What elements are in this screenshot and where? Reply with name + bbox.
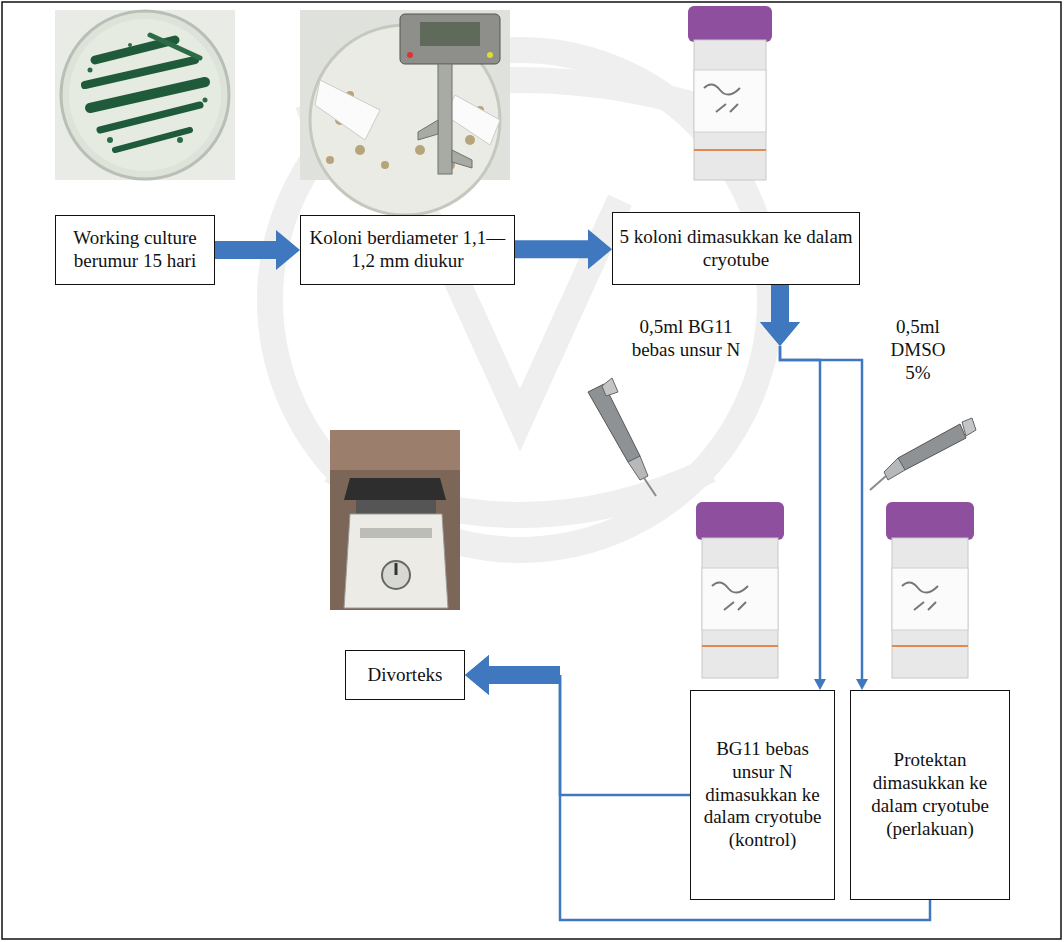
- arrow-shaft: [489, 666, 560, 684]
- flow-arrow: [760, 285, 826, 690]
- pipette-left: [588, 378, 656, 496]
- vortex-photo: [330, 430, 460, 610]
- flow-arrow: [515, 229, 612, 269]
- arrow-shaft: [780, 346, 862, 679]
- process-box: Protektan dimasukkan ke dalam cryotube (…: [850, 690, 1010, 900]
- cryotube-control: [696, 502, 784, 678]
- process-box: Divorteks: [345, 650, 465, 700]
- arrow-shaft: [515, 240, 588, 258]
- box-text: Protektan dimasukkan ke dalam cryotube (…: [857, 749, 1003, 840]
- arrow-head: [588, 229, 612, 269]
- box-text: Koloni berdiameter 1,1—1,2 mm diukur: [307, 227, 508, 273]
- arrow-head: [465, 655, 489, 695]
- arrow-shaft: [771, 285, 789, 322]
- process-box: BG11 bebas unsur N dimasukkan ke dalam c…: [690, 690, 835, 900]
- box-text: BG11 bebas unsur N dimasukkan ke dalam c…: [697, 738, 828, 852]
- arrow-shaft: [489, 666, 560, 684]
- volume-label: 0,5ml DMSO 5%: [878, 316, 958, 384]
- flow-arrow: [215, 230, 300, 270]
- flow-arrow: [760, 285, 868, 690]
- arrow-head: [760, 322, 800, 346]
- caliper-photo: [300, 10, 510, 215]
- box-text: Divorteks: [368, 664, 443, 687]
- cryotube-treatment: [886, 502, 974, 678]
- arrow-shaft: [215, 241, 276, 259]
- arrow-head: [856, 679, 868, 690]
- box-text: Working culture berumur 15 hari: [62, 227, 208, 273]
- process-box: Working culture berumur 15 hari: [55, 215, 215, 285]
- arrow-head: [814, 679, 826, 690]
- process-box: 5 koloni dimasukkan ke dalam cryotube: [612, 212, 860, 285]
- arrow-head: [276, 230, 300, 270]
- arrow-head: [760, 322, 800, 346]
- flow-arrow: [465, 655, 690, 795]
- box-text: 5 koloni dimasukkan ke dalam cryotube: [619, 226, 853, 272]
- arrow-shaft: [560, 675, 690, 795]
- pipette-right: [870, 418, 976, 490]
- arrow-head: [465, 655, 489, 695]
- petri-dish-photo: [55, 10, 235, 180]
- volume-label: 0,5ml BG11 bebas unsur N: [626, 316, 746, 362]
- process-box: Koloni berdiameter 1,1—1,2 mm diukur: [300, 215, 515, 285]
- arrow-shaft: [771, 285, 789, 322]
- cryotube-photo: [688, 6, 772, 180]
- arrow-shaft: [780, 346, 820, 679]
